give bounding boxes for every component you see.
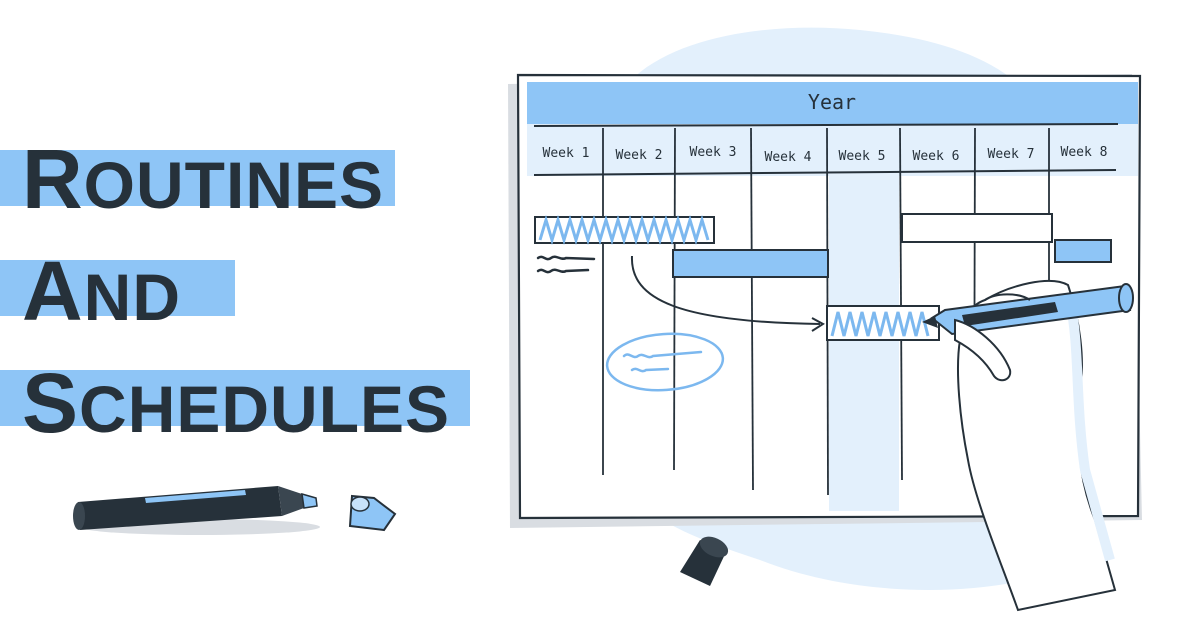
week-labels: Week 1 Week 2 Week 3 Week 4 Week 5 Week … <box>543 145 1108 165</box>
year-header: Year <box>808 90 856 114</box>
title-line-routines: ROUTINES <box>22 132 384 226</box>
week-label: Week 1 <box>543 146 590 161</box>
week-label: Week 2 <box>616 148 663 163</box>
note-bubble <box>605 332 725 392</box>
week-row-band <box>527 124 1138 176</box>
week-label: Week 7 <box>988 147 1035 162</box>
marker-icon <box>73 486 320 535</box>
arrow-icon <box>630 255 821 325</box>
task-bar-week6-7 <box>901 213 1053 243</box>
title-line-schedules: SCHEDULES <box>22 356 450 450</box>
week-label: Week 8 <box>1061 145 1108 160</box>
task-bar-week8 <box>1054 239 1112 263</box>
marker-icon <box>922 283 1134 336</box>
title-highlights <box>0 150 470 426</box>
week-label: Week 3 <box>690 145 737 160</box>
marker-cap-icon <box>348 494 397 532</box>
task-bars <box>534 213 1112 341</box>
year-header-band <box>527 82 1138 124</box>
week5-column-highlight <box>829 176 899 511</box>
task-bar-week3-4 <box>672 249 829 278</box>
marker-cap-icon <box>680 536 729 586</box>
week-label: Week 4 <box>765 150 812 165</box>
hand-icon <box>922 279 1134 612</box>
week-label: Week 5 <box>839 149 886 164</box>
note-scribbles <box>536 255 596 274</box>
title-line-and: AND <box>22 244 181 338</box>
week-label: Week 6 <box>913 149 960 164</box>
